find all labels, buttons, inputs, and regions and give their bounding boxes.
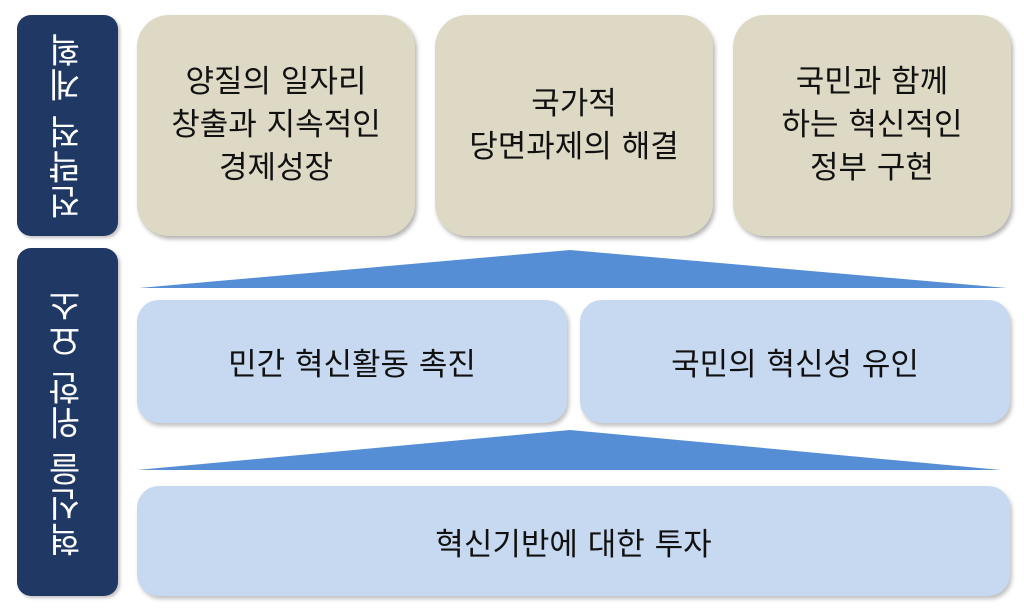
goal-2-line-1: 국가적 (531, 85, 617, 122)
goal-3-line-1: 국민과 함께 (795, 64, 949, 100)
goal-box-innovative-government: 국민과 함께 하는 혁신적인 정부 구현 (733, 15, 1011, 236)
innovation-foundation-box: 혁신기반에 대한 투자 (137, 486, 1010, 596)
private-innovation-box: 민간 혁신활동 촉진 (137, 300, 567, 423)
goal-1-line-3: 경제성장 (218, 150, 334, 186)
goal-3-line-3: 정부 구현 (810, 150, 934, 186)
strategic-plan-label: 전략적 계획 (17, 15, 118, 236)
goal-3-line-2: 하는 혁신적인 (781, 107, 963, 143)
innovation-foundation-text: 혁신기반에 대한 투자 (435, 526, 712, 563)
goal-box-jobs-growth: 양질의 일자리 창출과 지속적인 경제성장 (137, 15, 415, 236)
goal-1-line-1: 양질의 일자리 (185, 64, 367, 100)
goal-box-national-challenges: 국가적 당면과제의 해결 (435, 15, 713, 236)
private-innovation-text: 민간 혁신활동 촉진 (228, 347, 476, 383)
citizen-innovation-box: 국민의 혁신성 유인 (580, 300, 1010, 423)
citizen-innovation-text: 국민의 혁신성 유인 (671, 347, 919, 383)
upper-arrow-shape (139, 250, 1007, 288)
lower-arrow-shape (137, 430, 1001, 470)
goal-1-line-2: 창출과 지속적인 (171, 107, 381, 143)
goal-2-line-2: 당면과제의 해결 (469, 128, 679, 165)
innovation-elements-label: 혁신을 위한 요소 (17, 248, 118, 596)
